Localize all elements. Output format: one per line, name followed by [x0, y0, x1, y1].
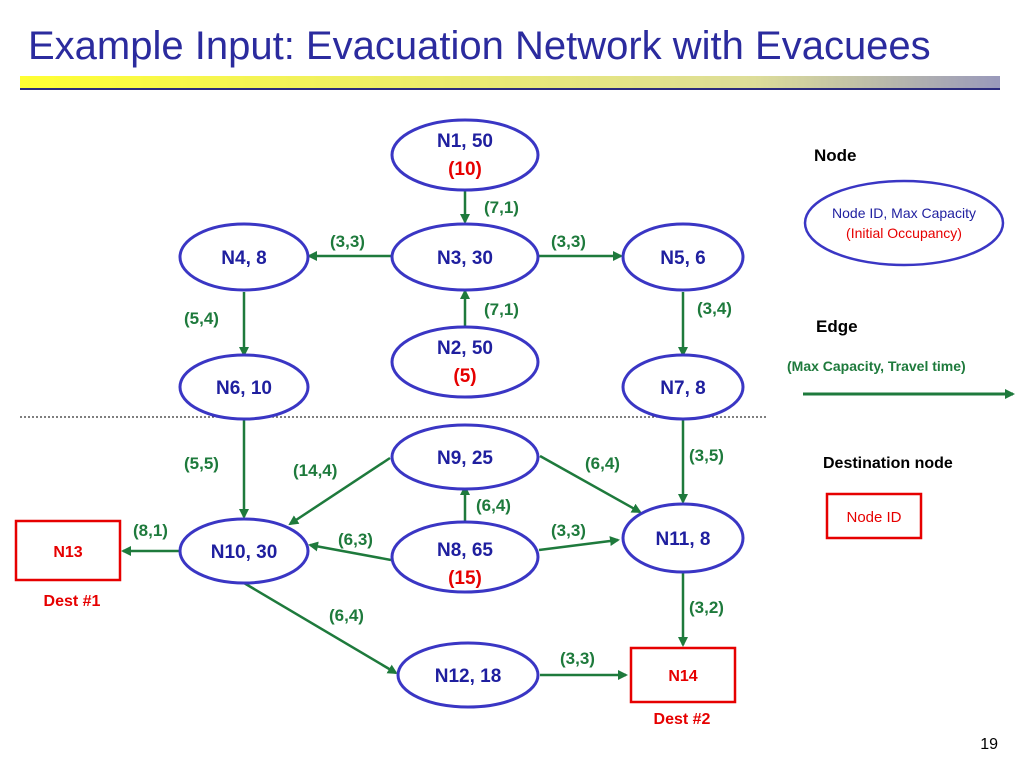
node-n4: [178, 222, 310, 292]
edge-label-n1-n3: (7,1): [484, 198, 519, 217]
legend-node-line2: (Initial Occupancy): [846, 225, 962, 241]
edge-label-n8-n10: (6,3): [338, 530, 373, 549]
edge-label-n10-n13: (8,1): [133, 521, 168, 540]
node-n1: [390, 118, 540, 192]
node-label-n11: N11, 8: [656, 529, 711, 550]
legend-edge-heading: Edge: [816, 317, 858, 336]
edge-label-n3-n5: (3,3): [551, 232, 586, 251]
edge-n8-n11: [538, 536, 620, 552]
title-underline: [20, 76, 1000, 90]
edge-label-n2-n3: (7,1): [484, 300, 519, 319]
occupancy-n2: (5): [453, 366, 476, 387]
node-label-n10: N10, 30: [211, 542, 278, 563]
legend-dest-box-label: Node ID: [846, 509, 901, 526]
edge-n8-n10: [308, 541, 392, 562]
edge-label-n9-n11: (6,4): [585, 454, 620, 473]
node-label-n2: N2, 50: [437, 338, 493, 359]
dest-label-n13: N13: [53, 544, 82, 561]
node-label-n5: N5, 6: [660, 248, 705, 269]
node-n3: [390, 222, 540, 292]
dest-caption-n13: Dest #1: [44, 593, 101, 610]
node-label-n1: N1, 50: [437, 131, 493, 152]
occupancy-n1: (10): [448, 159, 482, 180]
node-n7: [621, 353, 745, 421]
edge-label-n6-n10: (5,5): [184, 454, 219, 473]
node-n9: [390, 423, 540, 491]
edge-label-n5-n7: (3,4): [697, 299, 732, 318]
page-number: 19: [980, 736, 998, 753]
dest-node-n14: [629, 646, 737, 704]
node-label-n8: N8, 65: [437, 540, 493, 561]
edge-n10-n12: [243, 581, 398, 675]
legend-dest-heading: Destination node: [823, 455, 953, 472]
node-label-n4: N4, 8: [221, 248, 266, 269]
edge-label-n8-n11: (3,3): [551, 521, 586, 540]
node-n5: [621, 222, 745, 292]
edge-label-n8-n9: (6,4): [476, 496, 511, 515]
node-n2: [390, 325, 540, 399]
edge-label-n12-n14: (3,3): [560, 649, 595, 668]
node-label-n6: N6, 10: [216, 378, 272, 399]
node-label-n12: N12, 18: [435, 666, 502, 687]
node-label-n7: N7, 8: [660, 378, 705, 399]
dest-node-n13: [14, 519, 122, 582]
dest-caption-n14: Dest #2: [654, 711, 711, 728]
node-n6: [178, 353, 310, 421]
edge-label-n3-n4: (3,3): [330, 232, 365, 251]
legend-edge-caption: (Max Capacity, Travel time): [787, 358, 966, 374]
node-n11: [621, 502, 745, 574]
legend-node-ellipse: [803, 179, 1005, 267]
slide-title: Example Input: Evacuation Network with E…: [28, 24, 931, 68]
edge-label-n9-n10: (14,4): [293, 461, 337, 480]
dest-label-n14: N14: [668, 668, 697, 685]
node-n12: [396, 641, 540, 709]
edge-label-n11-n14: (3,2): [689, 598, 724, 617]
edge-label-n7-n11: (3,5): [689, 446, 724, 465]
edge-label-n4-n6: (5,4): [184, 309, 219, 328]
edge-n9-n11: [539, 454, 642, 514]
node-n10: [178, 517, 310, 585]
occupancy-n8: (15): [448, 568, 482, 589]
node-label-n9: N9, 25: [437, 448, 493, 469]
legend-node-line1: Node ID, Max Capacity: [832, 205, 976, 221]
node-label-n3: N3, 30: [437, 248, 493, 269]
legend-node-heading: Node: [814, 146, 857, 165]
legend-dest-box: [825, 492, 923, 540]
edge-label-n10-n12: (6,4): [329, 606, 364, 625]
node-n8: [390, 520, 540, 594]
edge-n9-n10: [288, 456, 391, 526]
